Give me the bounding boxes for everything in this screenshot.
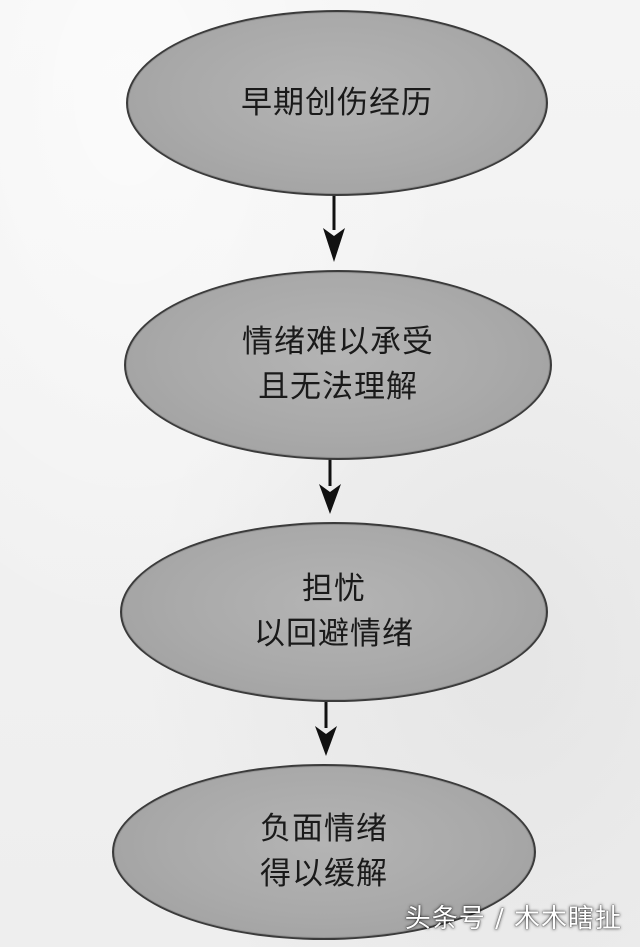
arrow-1-to-2	[323, 192, 345, 262]
node-2-line-2: 且无法理解	[258, 369, 418, 405]
arrow-2-to-3	[319, 456, 341, 514]
node-2-line-1: 情绪难以承受	[242, 324, 434, 361]
node-4-line-1: 负面情绪	[260, 811, 388, 848]
node-negative-emotion-relief: 负面情绪 得以缓解	[112, 764, 536, 940]
watermark-text: 头条号 / 木木瞎扯	[404, 904, 622, 934]
node-3-line-2: 以回避情绪	[254, 616, 414, 652]
node-3-line-1: 担忧	[302, 571, 366, 608]
node-4-line-2: 得以缓解	[260, 856, 388, 892]
node-worry-avoidance: 担忧 以回避情绪	[120, 522, 548, 702]
node-overwhelming-emotion: 情绪难以承受 且无法理解	[124, 270, 552, 460]
node-early-trauma: 早期创伤经历	[126, 10, 548, 196]
arrow-3-to-4	[315, 698, 337, 756]
node-1-line-1: 早期创伤经历	[241, 84, 433, 121]
